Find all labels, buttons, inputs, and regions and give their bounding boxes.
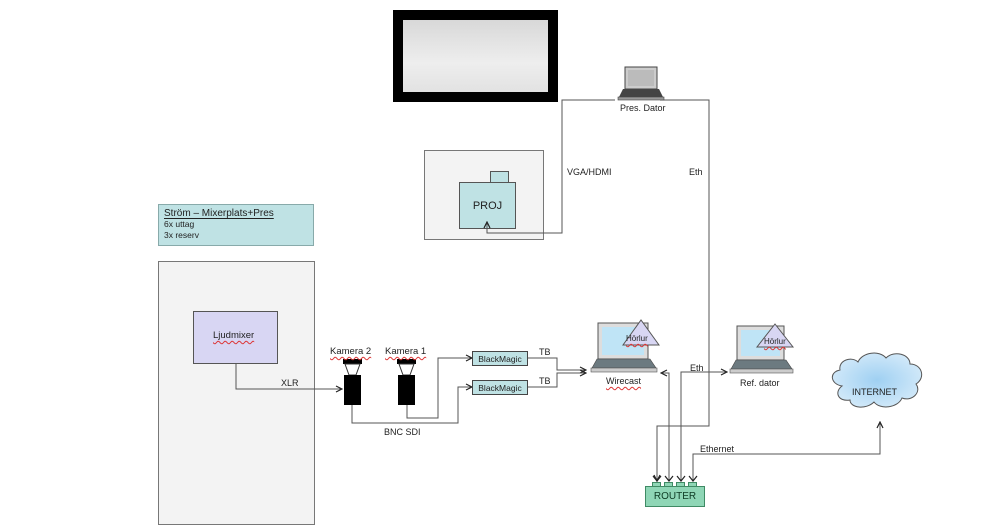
blackmagic-2[interactable]: BlackMagic [472, 380, 528, 395]
pres-computer-label: Pres. Dator [620, 103, 666, 113]
bnc-label: BNC SDI [384, 427, 421, 437]
projection-screen [393, 10, 558, 102]
camera2-label: Kamera 2 [330, 346, 372, 357]
blackmagic-1[interactable]: BlackMagic [472, 351, 528, 366]
projector[interactable]: PROJ [459, 182, 516, 229]
ref-computer-label: Ref. dator [740, 378, 780, 388]
audio-mixer[interactable] [193, 311, 278, 364]
headphones-label-2: Hörlur [764, 337, 786, 346]
xlr-label: XLR [281, 378, 299, 388]
wire-tb1 [528, 357, 586, 370]
eth-ref-label: Eth [690, 363, 704, 373]
wire-bnc1 [406, 358, 472, 419]
wire-wirecast [661, 373, 670, 481]
blackmagic-1-label: BlackMagic [478, 353, 522, 364]
eth-pres-label: Eth [689, 167, 703, 177]
pres-laptop-icon[interactable] [617, 66, 665, 101]
headphones-label-1: Hörlur [626, 334, 648, 343]
ethernet-label: Ethernet [700, 444, 735, 454]
mixer-label: Ljudmixer [213, 330, 255, 341]
power-note: Ström – Mixerplats+Pres 6x uttag 3x rese… [158, 204, 314, 246]
internet-label: INTERNET [852, 387, 897, 397]
internet-cloud-icon [831, 352, 923, 408]
wire-vga [487, 99, 615, 234]
wirecast-laptop-icon[interactable] [590, 322, 658, 373]
wirecast-label: Wirecast [606, 376, 642, 386]
camera-1[interactable] [397, 359, 416, 405]
wire-internet [692, 422, 880, 481]
power-line1: 6x uttag [164, 219, 195, 229]
wire-tb2 [528, 373, 586, 388]
wire-ref [680, 372, 727, 481]
tb2-label: TB [539, 376, 551, 386]
blackmagic-2-label: BlackMagic [478, 382, 522, 393]
camera1-label: Kamera 1 [385, 346, 427, 357]
tb1-label: TB [539, 347, 551, 357]
router-label: ROUTER [653, 491, 697, 502]
wire-bnc2 [351, 387, 472, 424]
power-title: Ström – Mixerplats+Pres [164, 208, 274, 219]
projector-label: PROJ [472, 199, 503, 212]
router[interactable]: ROUTER [645, 486, 705, 507]
power-line2: 3x reserv [164, 230, 199, 240]
wire-xlr [235, 364, 342, 389]
ref-laptop-icon[interactable] [729, 325, 794, 374]
mixer-zone [158, 261, 315, 525]
headphones-icon-2 [755, 323, 795, 348]
headphones-icon-1 [622, 319, 660, 346]
wire-eth-pres [657, 99, 710, 481]
camera-2[interactable] [343, 359, 362, 405]
vga-label: VGA/HDMI [567, 167, 612, 177]
